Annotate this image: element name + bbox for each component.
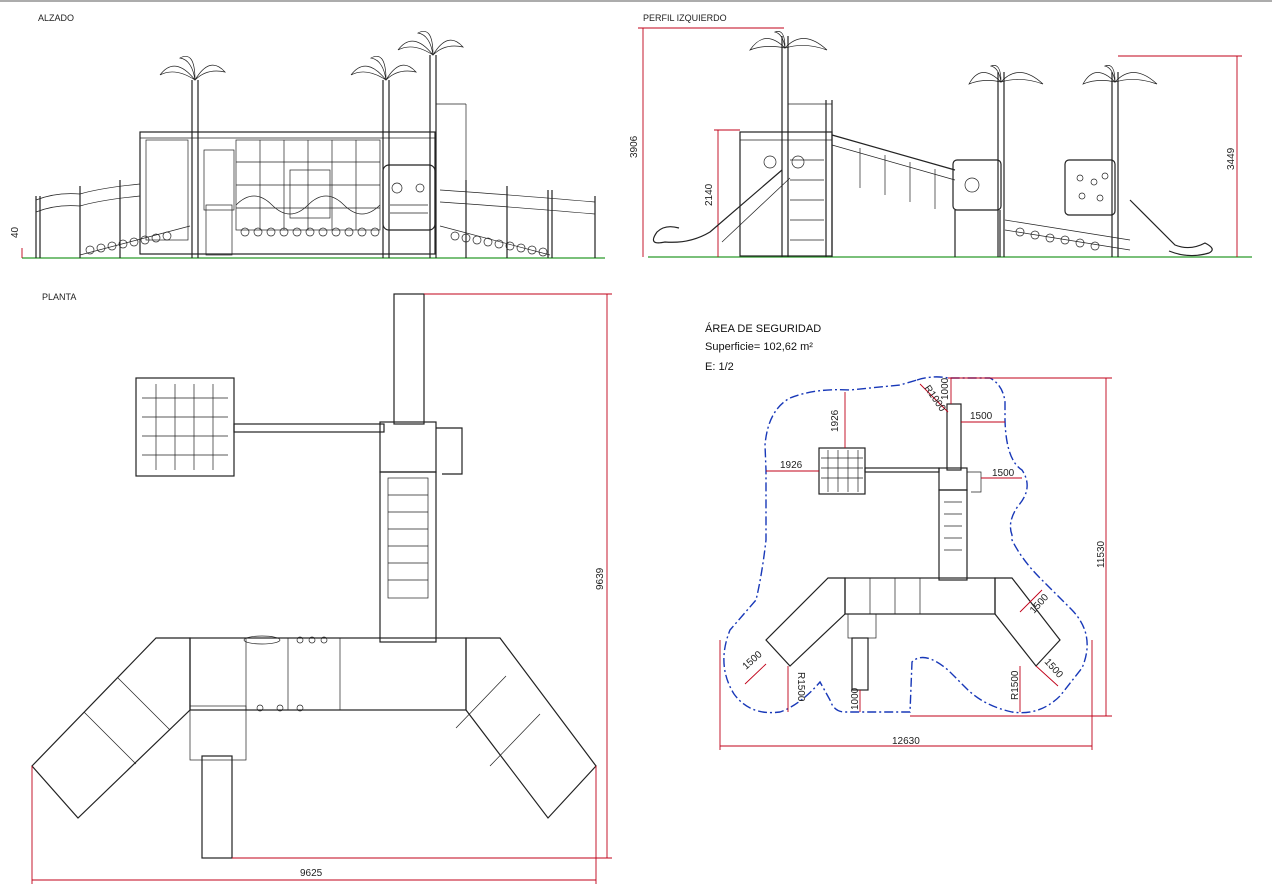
profile-palm-trees [749,31,1158,85]
dim-safety-1500-d: 1500 [1042,657,1065,681]
elevation-title: ALZADO [38,13,74,23]
dim-plan-9639: 9639 [595,567,606,590]
plan-bottom-slide [201,755,233,859]
dim-safety-1000-top: 1000 [940,377,951,400]
plan-right-arm [465,637,597,819]
dim-safety-12630: 12630 [892,736,920,747]
dim-safety-1500-a: 1500 [970,411,993,422]
elevation-game-panel [382,164,436,231]
safety-boundary [723,376,1088,714]
dim-safety-1500-b: 1500 [992,468,1015,479]
profile-slide [652,169,783,244]
elevation-palm-trees [159,31,464,82]
safety-scale: E: 1/2 [705,361,734,373]
plan-title: PLANTA [42,292,76,302]
elevation-net-panel [235,139,381,231]
safety-surface: Superficie= 102,62 m² [705,341,813,353]
safety-area-view: ÁREA DE SEGURIDAD Superficie= 102,62 m² … [705,322,1112,750]
dim-plan-9625: 9625 [300,868,323,879]
plan-ladder [379,471,437,643]
dim-elev-40: 40 [10,226,21,238]
elevation-view: ALZADO 40 [10,13,605,259]
left-profile-view: PERFIL IZQUIERDO 3906 2140 3449 [629,13,1252,258]
plan-left-arm [31,637,191,819]
plan-central-bridge [189,637,467,711]
dim-safety-1926-horizontal: 1926 [780,460,803,471]
elevation-main-frame [139,131,436,255]
safety-dimension-lines [719,377,1112,750]
dim-prof-3906: 3906 [629,135,640,158]
plan-net-square [135,377,235,477]
profile-bridge [831,134,956,171]
plan-view: PLANTA [31,292,612,884]
dim-safety-1000-bottom: 1000 [850,687,861,710]
dim-safety-r1500-right: R1500 [1010,670,1021,700]
dim-safety-r1500-left: R1500 [795,672,806,702]
dim-safety-1500-c: 1500 [1028,592,1051,616]
dim-safety-11530: 11530 [1096,540,1107,568]
dim-safety-1926-vertical: 1926 [830,409,841,432]
dim-prof-2140: 2140 [704,183,715,206]
plan-top-slide [393,293,425,425]
dim-prof-3449: 3449 [1226,147,1237,170]
safety-title: ÁREA DE SEGURIDAD [705,322,821,335]
profile-title: PERFIL IZQUIERDO [643,13,727,23]
